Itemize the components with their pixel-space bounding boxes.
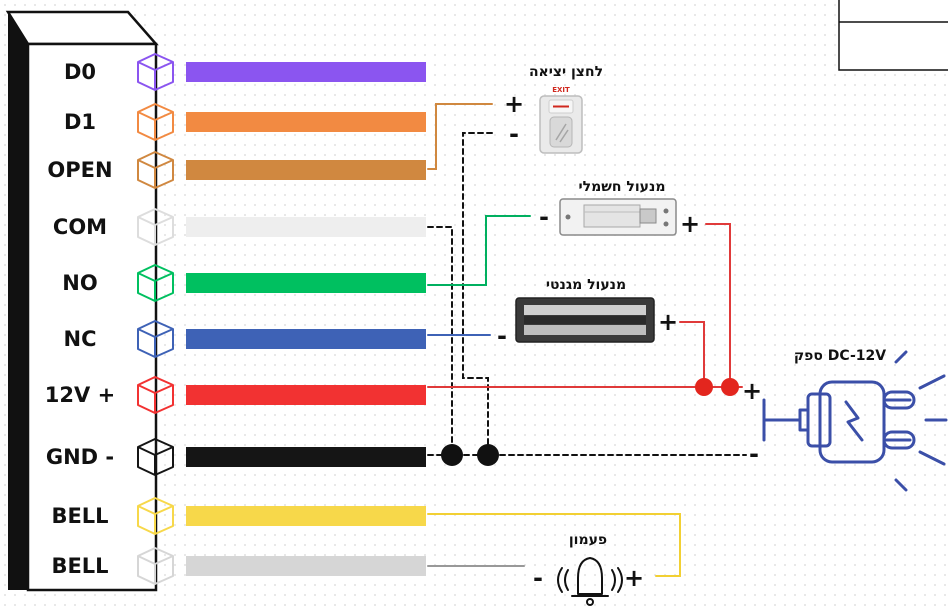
cube-terminal-icon: [137, 438, 174, 476]
cube-terminal-icon: [137, 151, 174, 189]
magnetic-lock-component: מנעול מגנטי - +: [497, 277, 678, 350]
wire-bar: [186, 62, 426, 82]
electric-lock-minus-sign: -: [539, 203, 549, 231]
exit-button-icon: [539, 95, 583, 154]
wire-bar: [186, 160, 426, 180]
terminal-pin: OPEN: [47, 151, 426, 189]
pin-label: COM: [53, 215, 107, 239]
electric-lock-component: מנעול חשמלי - +: [539, 179, 700, 238]
bell-label: פעמון: [569, 532, 607, 548]
terminal-pin: D1: [64, 103, 426, 141]
wire-bar: [186, 506, 426, 526]
wire-bar: [186, 329, 426, 349]
wire-bar: [186, 556, 426, 576]
terminal-pin: NC: [64, 320, 426, 358]
exit-button-component: לחצן יציאה EXIT + -: [504, 64, 603, 154]
pin-label: OPEN: [47, 158, 112, 182]
terminal-pin: NO: [62, 264, 426, 302]
power-supply-label: DC-12V ספק: [794, 348, 886, 364]
pin-label: 12V +: [45, 383, 115, 407]
terminal-pin: BELL: [51, 547, 426, 585]
wire-bar: [186, 112, 426, 132]
pin-label: D1: [64, 110, 96, 134]
cube-terminal-icon: [137, 264, 174, 302]
electric-lock-label: מנעול חשמלי: [579, 179, 666, 195]
cube-terminal-icon: [137, 320, 174, 358]
terminal-pin: COM: [53, 208, 426, 246]
magnetic-lock-label: מנעול מגנטי: [546, 277, 626, 293]
bell-plus-sign: +: [624, 564, 644, 592]
cube-terminal-icon: [137, 497, 174, 535]
power-adapter-icon: [762, 350, 948, 492]
exit-minus-sign: -: [509, 120, 519, 148]
power-supply-component: DC-12V ספק + -: [742, 348, 948, 492]
exit-badge: EXIT: [552, 86, 570, 94]
junction-dots: [441, 378, 739, 466]
wire-bar: [186, 273, 426, 293]
cube-terminal-icon: [137, 547, 174, 585]
wiring: [427, 103, 747, 577]
pin-label: NO: [62, 271, 97, 295]
wire-bar: [186, 447, 426, 467]
psu-plus-sign: +: [742, 377, 762, 405]
terminal-pin: 12V +: [45, 376, 426, 414]
magnetic-lock-minus-sign: -: [497, 322, 507, 350]
exit-button-label: לחצן יציאה: [529, 64, 603, 80]
cube-terminal-icon: [137, 376, 174, 414]
wire-bar: [186, 385, 426, 405]
magnetic-lock-icon: [515, 297, 655, 343]
bell-icon: [557, 557, 623, 606]
magnetic-lock-plus-sign: +: [658, 308, 678, 336]
cube-terminal-icon: [137, 53, 174, 91]
bell-component: פעמון - +: [533, 532, 644, 606]
pin-label: D0: [64, 60, 96, 84]
psu-minus-sign: -: [749, 440, 759, 468]
cube-terminal-icon: [137, 208, 174, 246]
pin-label: BELL: [51, 504, 108, 528]
terminal-pin: D0: [64, 53, 426, 91]
pin-label: GND -: [46, 445, 114, 469]
terminal-pin: GND -: [46, 438, 426, 476]
exit-plus-sign: +: [504, 90, 524, 118]
controller-body: [5, 10, 159, 592]
pin-label: NC: [64, 327, 97, 351]
electric-lock-icon: [559, 198, 677, 236]
pin-label: BELL: [51, 554, 108, 578]
electric-lock-plus-sign: +: [680, 210, 700, 238]
cube-terminal-icon: [137, 103, 174, 141]
wire-bar: [186, 217, 426, 237]
terminal-pin: BELL: [51, 497, 426, 535]
corner-frame: [838, 0, 948, 71]
bell-minus-sign: -: [533, 564, 543, 592]
